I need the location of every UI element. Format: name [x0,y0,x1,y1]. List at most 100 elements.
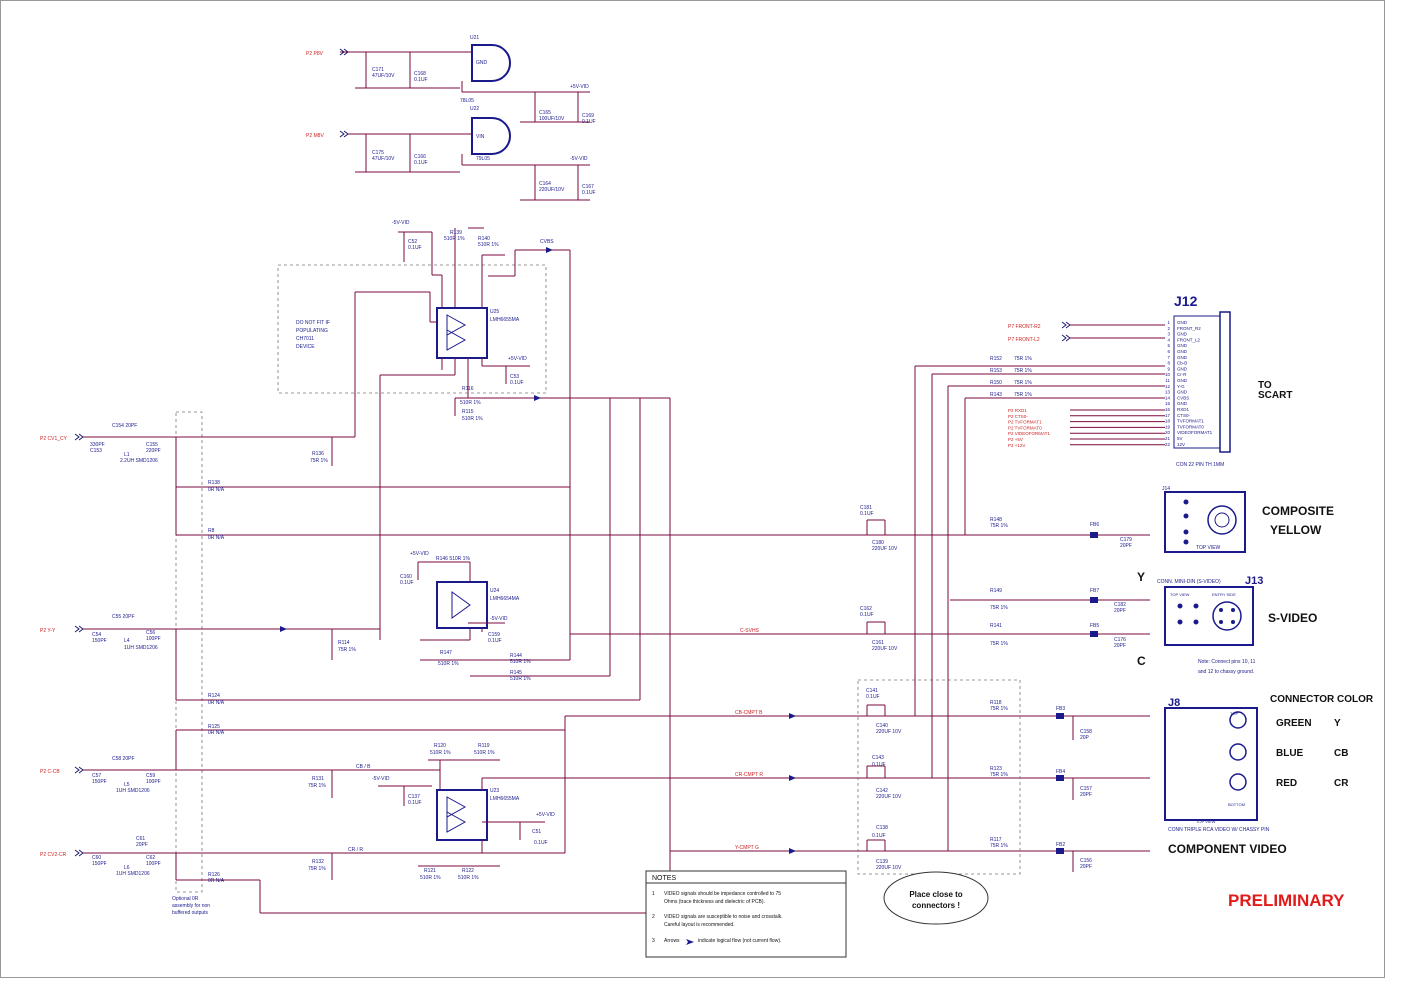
j13-svideo: Y C CONN. MINI-DIN (S-VIDEO) J13 TOP VIE… [1137,570,1317,675]
c155-ref: C155 [146,442,158,448]
scart-pin-number: 14 [1165,395,1171,400]
r144-ref: R144 [510,653,522,659]
r8-ref: R8 [208,528,215,534]
r125-ref: R125 [208,724,220,730]
c182-val: 20PF [1114,608,1126,614]
opt-note-1: Optional 0R [172,896,199,902]
c159-ref: C159 [488,632,500,638]
scart-pin-number: 16 [1165,407,1171,412]
c154: C154 20PF [112,423,137,429]
ccb-port: P2 C-CB [40,769,60,775]
c171-ref: C171 [372,67,384,73]
c62-val: 100PF [146,861,161,867]
u22-ref: U22 [470,106,479,112]
c179-val: 20PF [1120,543,1132,549]
r116-val: 510R 1% [460,400,481,406]
c166-val: 0.1UF [414,160,428,166]
c139-ref: C139 [876,859,888,865]
r153-val: 75R 1% [1014,368,1032,374]
scart-pin-signal: FRONT_R2 [1177,326,1201,331]
u22-vin: VIN [476,134,485,140]
note-3-b: indicate logical flow (not current flow)… [698,938,781,944]
scart-pin-number: 10 [1165,372,1171,377]
l1-val: 2.2UH SMD1206 [120,458,158,464]
c143-ref: C143 [872,755,884,761]
scart-ext-port: P2 VIDEOFORMAT1 [1008,431,1050,436]
csvhs-net: C-SVHS [740,628,760,634]
r118-val: 75R 1% [990,706,1008,712]
c52-ref: C52 [408,239,417,245]
color-title: CONNECTOR COLOR [1270,694,1374,705]
scart-pin-number: 5 [1167,343,1170,348]
j8-topview: TOP VIEW [1196,819,1216,824]
j13-entry: ENTRY SIDE [1212,592,1236,597]
note-2-a: VIDEO signals are susceptible to noise a… [664,914,783,920]
c181-val: 0.1UF [860,511,874,517]
u21-part: 78L05 [460,98,474,104]
scart-ext-port: P2 CTS0- [1008,414,1028,419]
j12-title: J12 [1174,293,1198,309]
scart-pin-signal: GND [1177,320,1188,325]
u24-part: LMH6654MA [490,596,520,602]
j12-part: CON 22 PIN TH 1MM [1176,462,1224,468]
j8-component: J8 TOP BOTTOM TOP VIEW CONN TRIPLE RCA V… [1164,697,1287,856]
r150-ref: R150 [990,380,1002,386]
r138-val: 0R N/A [208,487,225,493]
scart-pin-signal: GND [1177,366,1188,371]
sheet-border [0,0,1385,978]
scart-ext-port: P2 TVFORMAT0 [1008,425,1042,430]
c159-val: 0.1UF [488,638,502,644]
scart-pin-signal: TVFORMAT0 [1177,424,1204,429]
c55: C55 20PF [112,614,135,620]
j14-topview: TOP VIEW [1196,545,1221,551]
scart-pin-number: 20 [1165,430,1171,435]
yy-port: P2 Y-Y [40,628,56,634]
l6-val: 1UH SMD1206 [116,871,150,877]
c54-ref: C54 [92,632,101,638]
close-to-connectors-boundary [857,679,1021,875]
c157-val: 20PF [1080,792,1092,798]
c140-ref: C140 [876,723,888,729]
scart-pin-number: 21 [1165,436,1171,441]
cvbs-net: CVBS [540,239,554,245]
m8v-port: P2 M8V [306,133,324,139]
r114-ref: R114 [338,640,350,646]
c181-ref: C181 [860,505,872,511]
r145-ref: R145 [510,670,522,676]
p8v-port: P2 P8V [306,51,324,57]
u23-body [436,789,488,841]
dnf-note-4: DEVICE [296,344,315,350]
m5-label-3: -5V-VID [490,616,508,622]
r143-val: 75R 1% [1014,392,1032,398]
scart-pin-signal: FRONT_L2 [1177,337,1201,342]
scart-ext-port: P2 +12V [1008,443,1025,448]
u21-gnd: GND [476,60,488,66]
r138-ref: R138 [208,480,220,486]
r120-ref: R120 [434,743,446,749]
r150-val: 75R 1% [1014,380,1032,386]
scart-pin-number: 17 [1165,413,1171,418]
u21-body [471,44,511,82]
r123-ref: R123 [990,766,1002,772]
c58: C58 20PF [112,756,135,762]
c52-val: 0.1UF [408,245,422,251]
j14-ref: J14 [1162,486,1170,492]
j14-composite: J14 TOP VIEW COMPOSITE YELLOW [1162,486,1334,553]
c51-ref: C51 [532,829,541,835]
c164-val: 220UF/10V [539,187,565,193]
l1-ref: L1 [124,452,130,458]
c167-val: 0.1UF [582,190,596,196]
r141-ref: R141 [990,623,1002,629]
dnf-boundary [277,264,547,394]
p5-label-4: +5V-VID [536,812,555,818]
c175-val: 47UF/10V [372,156,395,162]
c158-ref: C158 [1080,729,1092,735]
c142-val: 220UF 10V [876,794,902,800]
scart-pin-number: 8 [1167,361,1170,366]
r140-ref: R140 [478,236,490,242]
color-row-cb: CB [1334,748,1348,759]
r8-val: 0R N/A [208,535,225,541]
scart-pin-signal: 12V [1177,442,1185,447]
j13-note-2: and 12 to chassy ground. [1198,669,1254,675]
